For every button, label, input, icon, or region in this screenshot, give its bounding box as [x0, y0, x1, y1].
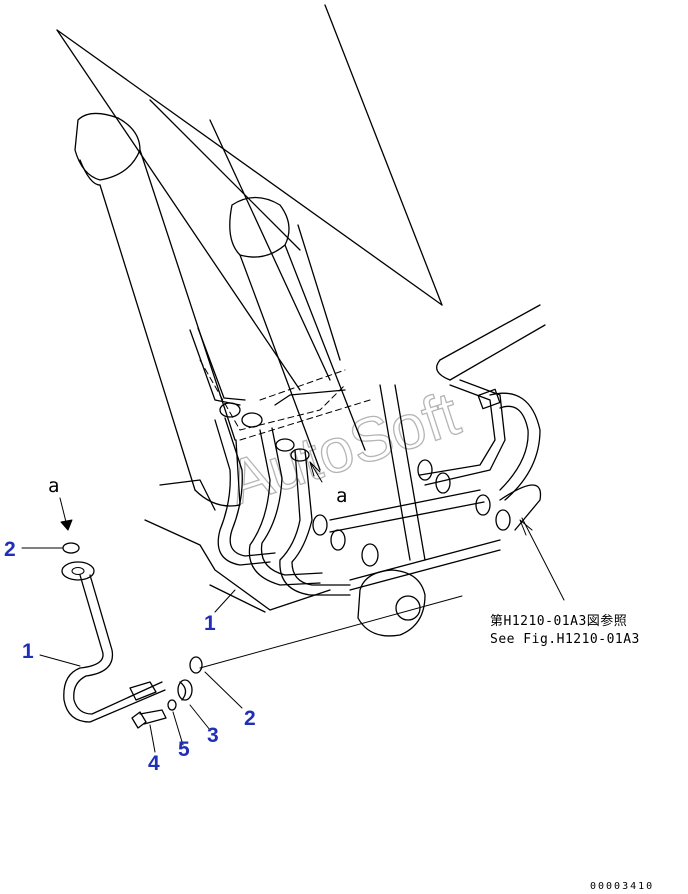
view-letter-top: a: [48, 475, 59, 497]
left-cylinder: [74, 112, 241, 507]
o-ring-right-part: [189, 656, 203, 674]
callout-o-ring-right: 2: [244, 707, 256, 730]
exploded-pipe: [61, 561, 166, 723]
view-arrowhead-inner: [309, 461, 321, 477]
callout-bolt: 4: [148, 752, 160, 775]
bolt-part: [131, 709, 167, 729]
callout-pipe-center: 1: [204, 612, 216, 635]
callout-washer: 5: [178, 738, 190, 761]
boom-base: [144, 384, 426, 613]
right-cylinder: [229, 196, 366, 471]
reference-arrowhead: [519, 519, 533, 536]
callout-pipe-left: 1: [22, 640, 34, 663]
installed-pipes: [189, 327, 371, 596]
callout-o-ring-top: 2: [4, 538, 16, 561]
callout-leaders: [21, 547, 243, 753]
pin-boss: [357, 569, 426, 637]
o-ring-top-part: [62, 542, 80, 554]
leader-oring-right: [199, 595, 463, 669]
reference-note-en: See Fig.H1210-01A3: [490, 632, 640, 647]
view-letter-inner: a: [336, 485, 347, 507]
split-flange-part: [177, 679, 193, 701]
view-arrowhead-top: [60, 519, 73, 531]
view-arrow-inner: [309, 461, 323, 483]
boom-arm: [56, 4, 443, 391]
callout-split-flange: 3: [207, 724, 219, 747]
leader-reference: [521, 517, 565, 601]
document-number: 00003410: [590, 881, 654, 892]
installed-flanges: [219, 402, 511, 567]
reference-note-jp: 第H1210-01A3図参照: [490, 613, 627, 629]
washer-part: [167, 699, 177, 711]
right-pipe-assembly: [329, 304, 546, 591]
